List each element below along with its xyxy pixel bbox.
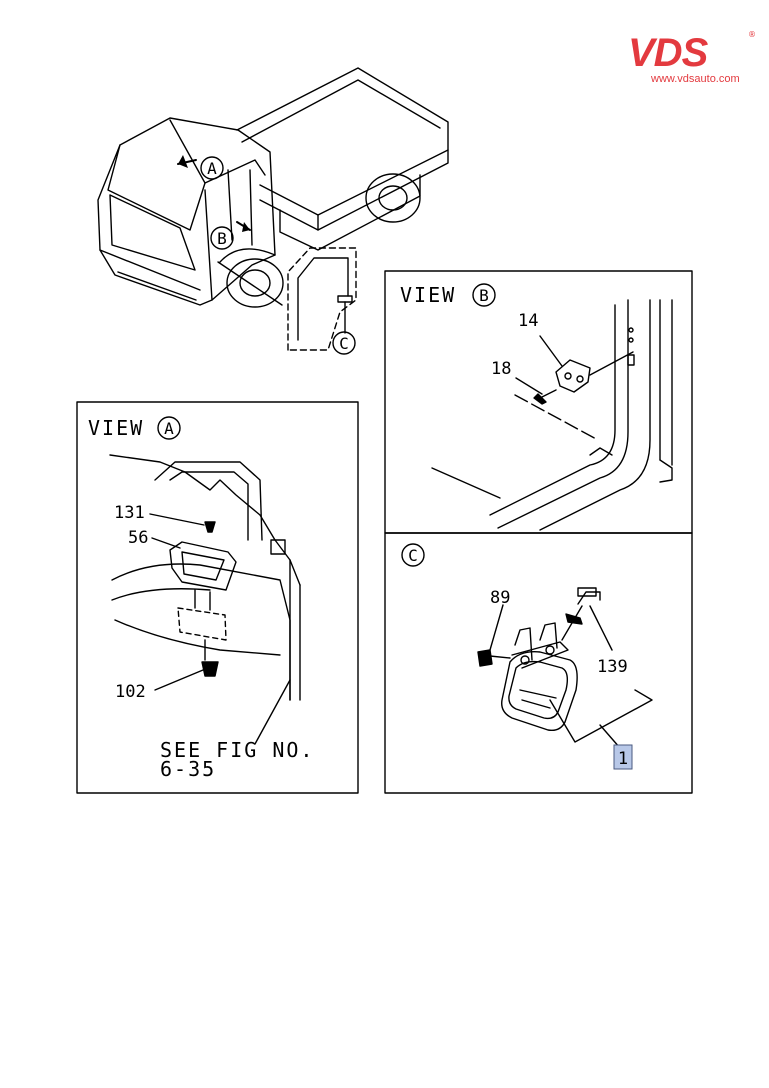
part-number-139: 139	[597, 657, 628, 677]
part-number-102: 102	[115, 682, 146, 702]
part-number-18: 18	[491, 359, 511, 379]
brand-logo: VDS	[628, 31, 708, 75]
view-b-illustration	[431, 299, 673, 531]
view-a-note-line2: 6-35	[160, 757, 216, 781]
callout-c-letter: C	[339, 334, 349, 353]
registered-mark: ®	[748, 30, 756, 39]
view-c-illustration	[477, 587, 653, 749]
part-number-56: 56	[128, 528, 148, 548]
view-a-title: VIEW	[88, 416, 144, 440]
callout-b-letter: B	[217, 229, 227, 248]
view-a-note-line1: SEE FIG NO.	[160, 738, 314, 762]
view-a-letter: A	[164, 419, 174, 438]
view-c-frame	[384, 532, 693, 794]
callout-a-letter: A	[207, 159, 217, 178]
view-b-letter: B	[479, 286, 489, 305]
view-b-title: VIEW	[400, 283, 456, 307]
truck-overview-illustration	[97, 67, 449, 355]
view-a-illustration	[109, 454, 301, 745]
part-number-89: 89	[490, 588, 510, 608]
view-c-letter: C	[408, 546, 418, 565]
brand-url[interactable]: www.vdsauto.com	[651, 73, 740, 85]
highlight-box-part-1	[613, 744, 633, 770]
part-number-14: 14	[518, 311, 538, 331]
part-number-131: 131	[114, 503, 145, 523]
view-a-frame	[76, 401, 359, 794]
part-number-1[interactable]: 1	[618, 749, 628, 769]
